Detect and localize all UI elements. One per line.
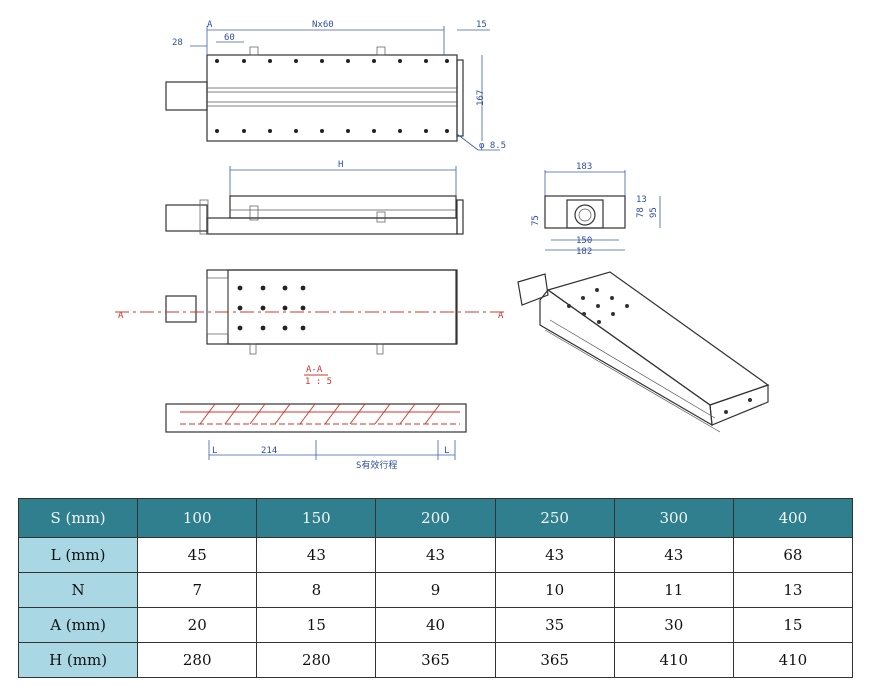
table-cell: 43 <box>256 537 377 573</box>
table-cell: 410 <box>732 642 854 678</box>
dim-13: 13 <box>636 195 647 205</box>
dim-l-right: L <box>444 446 449 456</box>
row-label: H (mm) <box>17 642 139 678</box>
table-row: A (mm) 20 15 40 35 30 15 <box>17 607 854 643</box>
isometric-view <box>517 271 770 433</box>
table-cell: 43 <box>613 537 734 573</box>
table-cell: 45 <box>137 537 258 573</box>
dim-167: 167 <box>476 90 486 106</box>
iso-side <box>539 289 713 427</box>
header-cell: 250 <box>494 498 615 538</box>
plan-view-motor <box>165 295 197 323</box>
dim-182: 182 <box>576 247 592 257</box>
dim-h: H <box>338 160 343 170</box>
dim-60: 60 <box>224 33 235 43</box>
section-name: A-A <box>306 365 323 375</box>
technical-drawing: Nx60 A 60 28 15 167 φ 8.5 H 183 <box>115 20 770 471</box>
table-cell: 410 <box>613 642 734 678</box>
header-cell: 300 <box>613 498 734 538</box>
table-header-row: S (mm) 100 150 200 250 300 400 <box>17 498 854 538</box>
header-cell: 200 <box>375 498 496 538</box>
top-view-motor-mount <box>165 81 208 111</box>
table-cell: 365 <box>375 642 496 678</box>
dim-a: A <box>207 20 213 30</box>
table-row: N 7 8 9 10 11 13 <box>17 572 854 608</box>
section-outline <box>165 403 467 433</box>
table-cell: 280 <box>137 642 258 678</box>
section-mark-right: A <box>498 311 504 321</box>
spec-table: S (mm) 100 150 200 250 300 400 L (mm) 45… <box>17 498 854 678</box>
dim-28: 28 <box>172 38 183 48</box>
table-cell: 8 <box>256 572 377 608</box>
table-cell: 11 <box>613 572 734 608</box>
header-label: S (mm) <box>17 498 139 538</box>
table-cell: 10 <box>494 572 615 608</box>
table-row: H (mm) 280 280 365 365 410 410 <box>17 642 854 678</box>
dim-15: 15 <box>476 20 487 30</box>
table-cell: 7 <box>137 572 258 608</box>
row-label: A (mm) <box>17 607 139 643</box>
row-label: L (mm) <box>17 537 139 573</box>
top-view-holes <box>215 59 449 133</box>
dim-214: 214 <box>261 446 277 456</box>
front-view-motor <box>165 204 208 232</box>
header-cell: 100 <box>137 498 258 538</box>
side-view: 183 150 182 75 78 95 13 <box>531 162 661 257</box>
dim-stroke: S有效行程 <box>356 459 397 471</box>
table-cell: 15 <box>732 607 854 643</box>
top-view-body <box>206 54 458 142</box>
table-cell: 13 <box>732 572 854 608</box>
table-cell: 30 <box>613 607 734 643</box>
dim-l-left: L <box>212 446 217 456</box>
dim-95: 95 <box>649 207 659 218</box>
top-view: Nx60 A 60 28 15 167 φ 8.5 <box>165 20 506 151</box>
table-cell: 9 <box>375 572 496 608</box>
dim-phi85: φ 8.5 <box>479 141 506 151</box>
section-mark-left: A <box>118 311 124 321</box>
table-cell: 40 <box>375 607 496 643</box>
dim-183: 183 <box>576 162 592 172</box>
plan-view-body <box>206 269 458 345</box>
table-cell: 15 <box>256 607 377 643</box>
table-cell: 20 <box>137 607 258 643</box>
table-row: L (mm) 45 43 43 43 43 68 <box>17 537 854 573</box>
header-cell: 150 <box>256 498 377 538</box>
side-view-body <box>544 195 626 229</box>
dim-78: 78 <box>636 207 646 218</box>
section-view: A-A 1 : 5 L 214 L S有效行程 <box>165 365 467 471</box>
table-cell: 68 <box>732 537 854 573</box>
plan-view: A A <box>115 269 508 355</box>
table-cell: 35 <box>494 607 615 643</box>
dim-150: 150 <box>576 236 592 246</box>
iso-motor-mount <box>517 273 549 306</box>
row-label: N <box>17 572 139 608</box>
table-cell: 365 <box>494 642 615 678</box>
dim-nx60: Nx60 <box>312 20 334 30</box>
side-view-screw-bearing <box>574 204 596 226</box>
dim-75: 75 <box>531 215 541 226</box>
table-cell: 43 <box>375 537 496 573</box>
front-view: H <box>165 160 464 235</box>
top-view-endcap <box>456 59 464 137</box>
table-cell: 43 <box>494 537 615 573</box>
header-cell: 400 <box>732 498 854 538</box>
table-cell: 280 <box>256 642 377 678</box>
front-view-base <box>206 217 458 235</box>
front-view-slider <box>229 195 457 219</box>
section-scale: 1 : 5 <box>305 377 332 387</box>
